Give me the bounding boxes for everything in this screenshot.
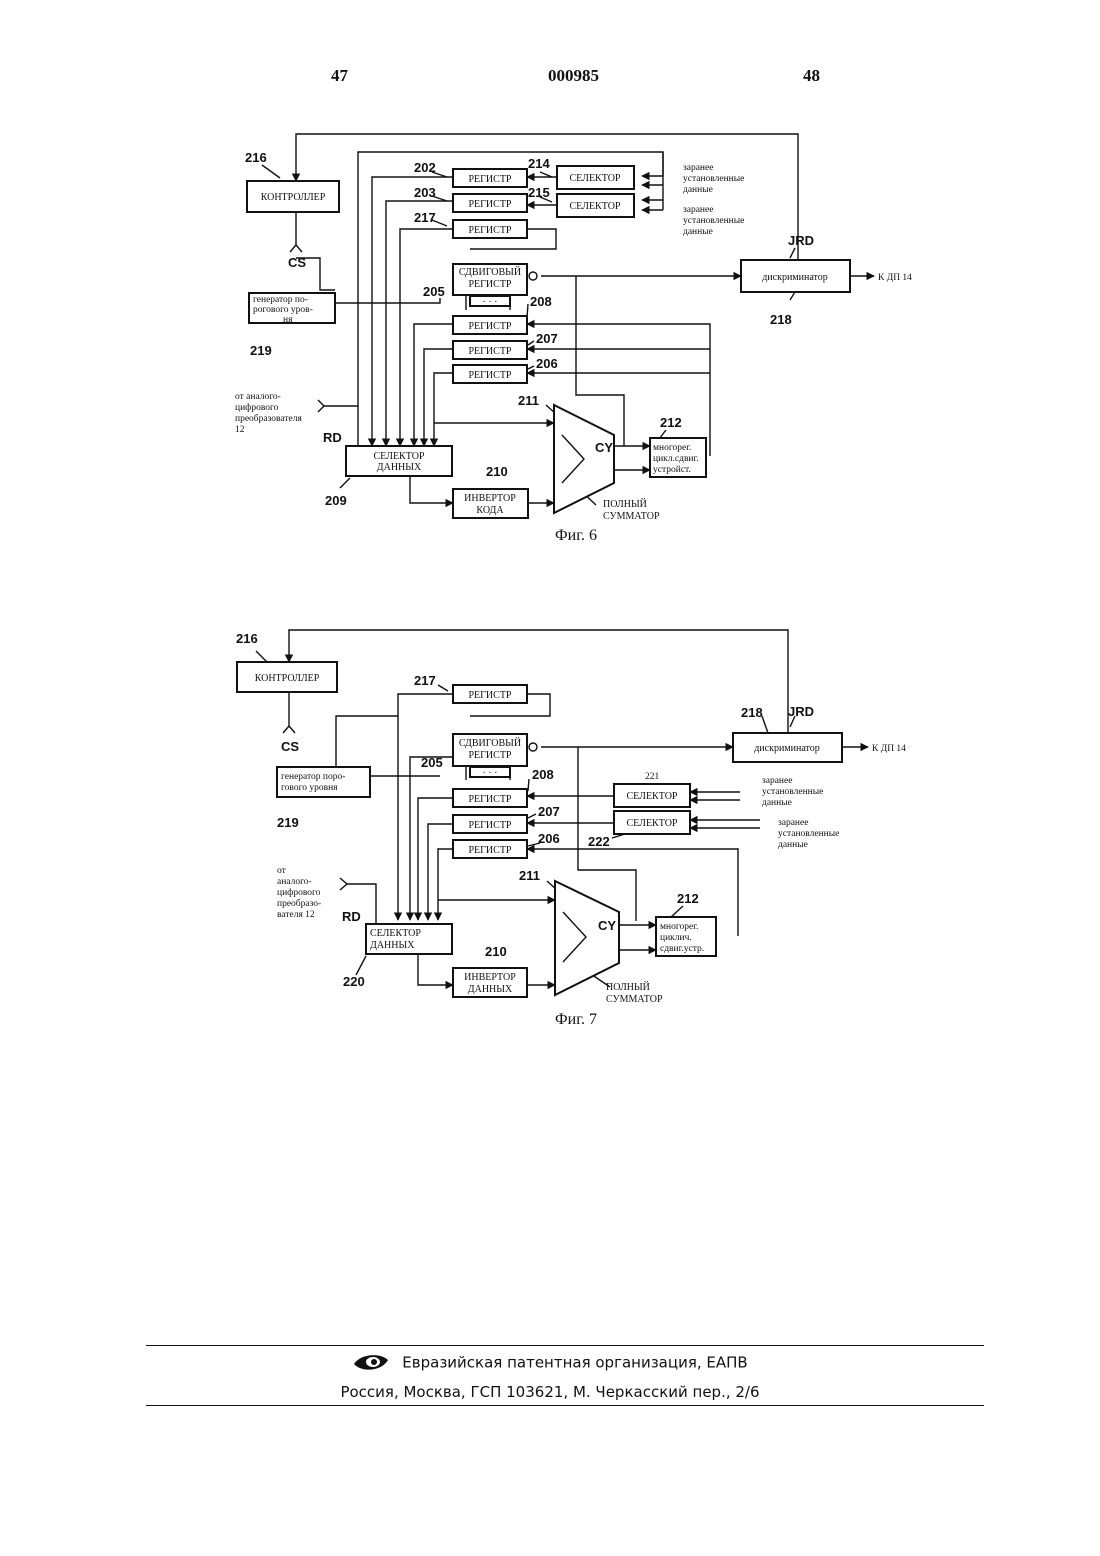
data-selector-label-7-1: СЕЛЕКТОР xyxy=(370,928,421,939)
cyclic-label-7-3: сдвиг.устр. xyxy=(660,944,704,954)
discriminator-label-7: дискриминатор xyxy=(754,743,820,754)
shift-register-label-7-2: РЕГИСТР xyxy=(468,750,511,761)
ref-218-7: 218 xyxy=(741,705,763,720)
ref-219-7: 219 xyxy=(277,815,299,830)
output-to-dp14-7: К ДП 14 xyxy=(872,744,906,754)
controller-label-7: КОНТРОЛЛЕР xyxy=(255,673,320,684)
inverter-label-7-2: ДАННЫХ xyxy=(468,984,513,995)
footer-organization: Евразийская патентная организация, ЕАПВ xyxy=(0,1351,1100,1375)
register-217-label-7: РЕГИСТР xyxy=(468,690,511,701)
register-207-label-7: РЕГИСТР xyxy=(468,820,511,831)
ref-205-7: 205 xyxy=(421,755,443,770)
ref-217-7: 217 xyxy=(414,673,436,688)
data-selector-label-7-2: ДАННЫХ xyxy=(370,940,415,951)
ref-222: 222 xyxy=(588,834,610,849)
eapo-logo-icon xyxy=(352,1351,390,1375)
figure-7-diagram: КОНТРОЛЛЕР РЕГИСТР СДВИГОВЫЙ РЕГИСТР · ·… xyxy=(0,0,1100,1040)
generator-label-7-1: генератор поро- xyxy=(281,772,345,782)
ref-206-7: 206 xyxy=(538,831,560,846)
adder7-label-2: СУММАТОР xyxy=(606,994,663,1005)
preset7-2-label-1: заранее xyxy=(778,818,808,828)
preset7-1-label-1: заранее xyxy=(762,776,792,786)
footer-top-rule xyxy=(146,1345,984,1346)
signal-cs-7: CS xyxy=(281,739,299,754)
preset7-1-label-2: установленные xyxy=(762,787,823,797)
svg-text:· · ·: · · · xyxy=(483,768,498,779)
cyclic-label-7-2: циклич. xyxy=(660,933,692,943)
ref-208-7: 208 xyxy=(532,767,554,782)
ref-210-7: 210 xyxy=(485,944,507,959)
selector-222-label: СЕЛЕКТОР xyxy=(627,818,678,829)
adc7-label-4: преобразо- xyxy=(277,898,321,909)
generator-label-7-2: гового уровня xyxy=(281,783,338,793)
adc7-label-1: от xyxy=(277,866,287,876)
cyclic-label-7-1: многорег. xyxy=(660,922,698,932)
adc7-label-5: вателя 12 xyxy=(277,910,315,920)
ref-221: 221 xyxy=(645,772,660,782)
ref-207-7: 207 xyxy=(538,804,560,819)
full-adder-block-7 xyxy=(555,881,619,995)
footer-bottom-rule xyxy=(146,1405,984,1406)
shift-register-label-7-1: СДВИГОВЫЙ xyxy=(459,737,521,749)
inverter-label-7-1: ИНВЕРТОР xyxy=(464,972,516,983)
preset7-2-label-3: данные xyxy=(778,840,808,850)
preset7-1-label-3: данные xyxy=(762,798,792,808)
footer-address: Россия, Москва, ГСП 103621, М. Черкасски… xyxy=(0,1383,1100,1401)
adder7-label-1: ПОЛНЫЙ xyxy=(606,981,650,993)
register-206-label-7: РЕГИСТР xyxy=(468,845,511,856)
signal-jrd-7: JRD xyxy=(788,704,814,719)
preset7-2-label-2: установленные xyxy=(778,829,839,839)
adc7-label-2: аналого- xyxy=(277,877,312,887)
register-208-label-7: РЕГИСТР xyxy=(468,794,511,805)
ref-212-7: 212 xyxy=(677,891,699,906)
ref-211-7: 211 xyxy=(519,868,540,883)
adc7-label-3: цифрового xyxy=(277,887,321,898)
figure-7-caption: Фиг. 7 xyxy=(555,1011,597,1028)
selector-221-label: СЕЛЕКТОР xyxy=(627,791,678,802)
signal-cy-7: CY xyxy=(598,918,616,933)
ref-220: 220 xyxy=(343,974,365,989)
ref-216-7: 216 xyxy=(236,631,258,646)
inverting-output-dot-7 xyxy=(529,743,537,751)
footer-org-text: Евразийская патентная организация, ЕАПВ xyxy=(402,1354,747,1372)
signal-rd-7: RD xyxy=(342,909,361,924)
